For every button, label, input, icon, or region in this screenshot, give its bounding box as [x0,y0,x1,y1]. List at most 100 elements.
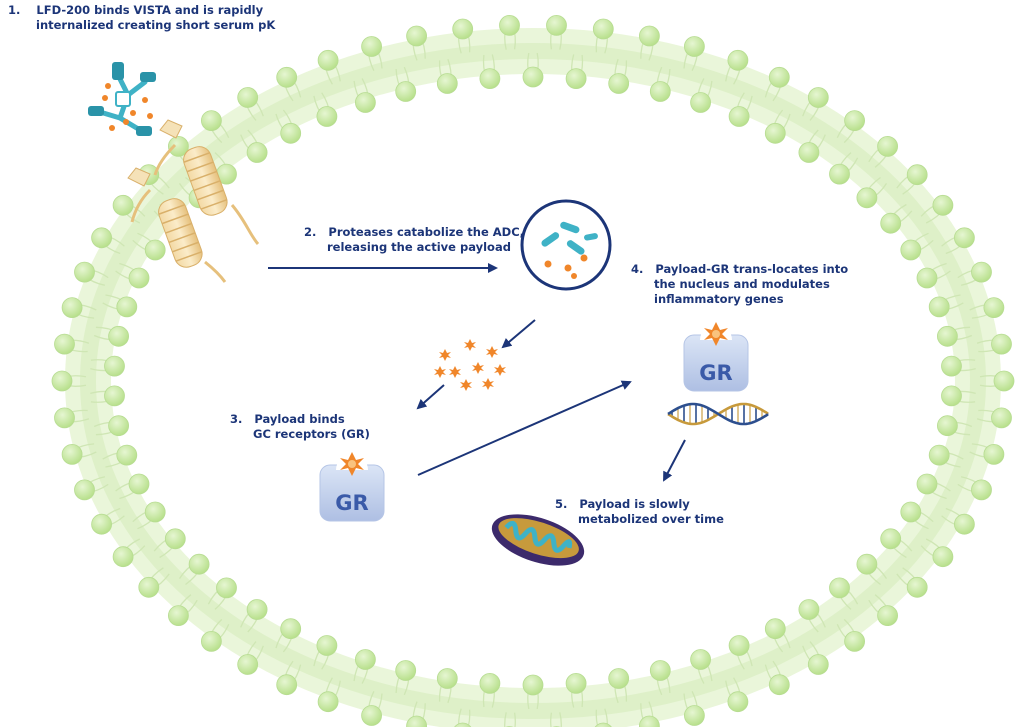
lipid-molecule [683,691,705,726]
step-5-line-1: Payload is slowly [579,497,690,511]
lipid-molecule [728,635,753,670]
step-1-line-1: LFD-200 binds VISTA and is rapidly [36,3,264,17]
payload-molecule [464,339,476,351]
lipid-molecule [802,87,829,121]
dna-helix [667,402,769,426]
lipid-molecule [916,473,951,500]
released-payload-cluster [434,339,506,391]
lipid-molecule [928,444,964,468]
lipid-molecule [275,109,302,144]
mitochondria [491,514,585,566]
lipid-molecule [937,415,973,437]
lipid-molecule [957,476,992,501]
lipid-molecule [639,701,660,727]
lipid-molecule [317,677,341,713]
step-4-line-1: Payload-GR trans-locates into [655,262,849,276]
lipid-molecule [856,553,888,586]
lipid-molecule [928,294,964,318]
step-4-label: 4. Payload-GR trans-locates into the nuc… [631,262,848,307]
lipid-molecule [880,528,913,559]
lipid-molecule [200,618,230,652]
lipid-molecule [829,152,859,185]
lipid-molecule [237,87,264,121]
step-5-line-2: metabolized over time [578,512,724,526]
lipid-molecule [920,538,954,568]
lipid-molecule [90,355,125,377]
lipid-molecule [608,58,630,94]
lipid-molecule [690,649,713,684]
lipid-molecule [916,262,951,289]
lipid-molecule [436,58,458,94]
lipid-molecule [479,54,501,89]
lipid-molecule [115,262,150,289]
lipid-molecule [313,635,338,670]
lipid-molecule [240,129,268,163]
step-3-label: 3. Payload binds GC receptors (GR) [230,412,370,442]
lysosome-vesicle [520,199,612,291]
step-3-line-2: GC receptors (GR) [253,427,370,441]
step-1-label: 1. LFD-200 binds VISTA and is rapidly in… [8,3,275,33]
gr-label-step4: GR [699,361,732,385]
lipid-molecule [74,476,109,501]
lipid-molecule [276,66,302,102]
lipid-molecule [522,674,544,710]
lipid-molecule [499,14,520,50]
step-4-number: 4. [631,262,644,276]
lipid-molecule [74,261,109,286]
payload-molecule [434,366,446,378]
lipid-molecule [941,385,976,407]
lipid-molecule [54,407,90,429]
lipid-molecule [836,110,865,144]
gr-label-step3: GR [335,491,368,515]
step-5-label: 5. Payload is slowly metabolized over ti… [555,497,724,527]
lipid-molecule [395,66,417,102]
lipid-molecule [522,52,544,88]
lipid-molecule [829,577,859,610]
lipid-molecule [102,294,138,318]
payload-molecule [439,349,451,361]
lipid-bilayer [51,14,1015,727]
lipid-molecule [798,129,826,163]
lipid-molecule [900,501,934,530]
lipid-molecule [436,668,458,704]
lipid-molecule [725,677,749,713]
lipid-molecule [728,92,753,127]
lipid-molecule [941,227,975,255]
step-1-line-2: internalized creating short serum pK [36,18,276,32]
step-2-label: 2. Proteases catabolize the ADC, releasi… [304,225,524,255]
lipid-molecule [920,194,954,224]
lipid-molecule [836,618,865,652]
lipid-molecule [565,673,587,708]
lipid-molecule [313,92,338,127]
lipid-molecule [592,18,614,54]
lipid-molecule [479,673,501,708]
dna-strand [667,402,769,426]
lipid-molecule [54,333,90,355]
lipid-molecule [976,407,1012,429]
lipid-molecule [969,297,1005,319]
lipid-molecule [900,232,934,261]
lipid-molecule [764,109,791,144]
lipid-molecule [138,567,170,598]
lipid-molecule [649,660,671,696]
step-3-line-1: Payload binds [254,412,345,426]
lipid-molecule [639,25,660,61]
step-5-number: 5. [555,497,568,511]
lipid-molecule [361,691,383,726]
lipid-molecule [93,415,129,437]
lipid-molecule [941,355,976,377]
lipid-molecule [594,708,612,727]
lipid-molecule [764,660,790,696]
membrane-glow-inner [80,43,986,719]
payload-molecule [449,366,461,378]
arrow-vesicle-to-payload [501,319,536,349]
lipid-molecule [353,78,376,113]
step-4-line-3: inflammatory genes [654,292,784,306]
lipid-molecule [200,110,230,144]
lipid-molecule [764,618,791,653]
lipid-molecule [51,370,87,392]
step-2-line-2: releasing the active payload [327,240,511,254]
lipid-molecule [91,507,125,535]
